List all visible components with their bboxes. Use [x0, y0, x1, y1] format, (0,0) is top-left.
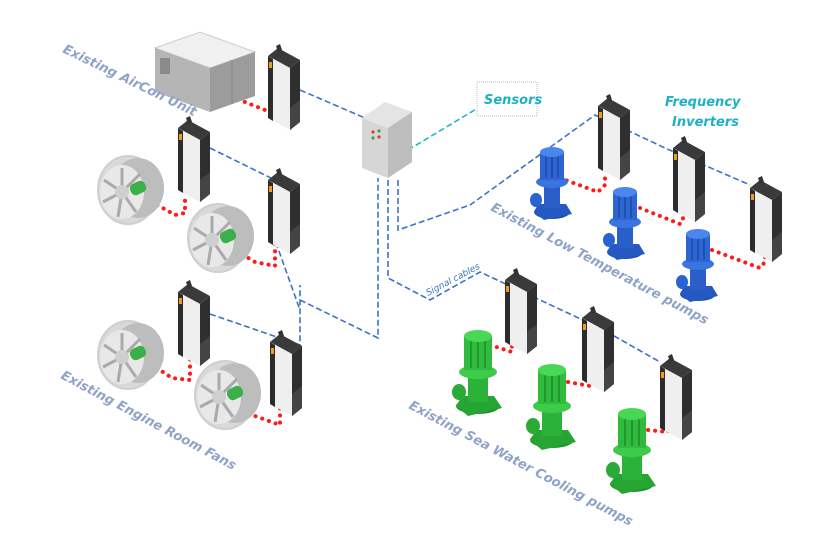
sea-water-pump-3: [605, 407, 657, 495]
sensor-cable: [407, 107, 479, 151]
frequency-inverter-fan-3: [178, 280, 210, 366]
engine-room-fan-2: [186, 202, 256, 274]
label-signal-cables: Signal cables: [425, 262, 482, 299]
frequency-inverter-lt-1: [598, 94, 630, 180]
frequency-inverter-fan-2: [268, 168, 300, 254]
sensors-box: Sensors: [476, 81, 543, 117]
signal-cable-fans-lower: [209, 285, 301, 347]
frequency-inverter-fan-4: [270, 330, 302, 416]
signal-cable-aircon: [299, 89, 366, 119]
engine-room-fan-4: [193, 359, 263, 431]
low-temperature-pump-3: [675, 228, 719, 303]
sea-water-pump-2: [525, 363, 577, 451]
sensors-label: Sensors: [484, 93, 543, 108]
engine-room-fan-1: [96, 154, 166, 226]
frequency-inverter-sw-1: [505, 268, 537, 354]
control-panel: [362, 102, 412, 178]
power-cable-lt-2: [638, 206, 685, 227]
power-cable-sw-1: [488, 338, 514, 355]
frequency-inverter-lt-2: [673, 136, 705, 222]
aircon-unit: [153, 31, 257, 112]
frequency-inverter-sw-3: [660, 354, 692, 440]
label-frequency-inverters-line2: Inverters: [672, 115, 739, 130]
power-cable-fan-4: [223, 396, 282, 428]
engine-room-fan-3: [96, 319, 166, 391]
sea-water-pump-1: [451, 329, 503, 417]
low-temperature-pump-2: [602, 186, 646, 261]
frequency-inverter-sw-2: [582, 306, 614, 392]
frequency-inverter-aircon: [268, 44, 300, 130]
power-cable-lt-1: [558, 174, 607, 195]
frequency-inverter-fan-1: [178, 116, 210, 202]
signal-cable-fans-main: [299, 178, 379, 340]
label-sea-water-pumps: Existing Sea Water Cooling pumps: [406, 398, 635, 529]
frequency-inverter-lt-3: [750, 176, 782, 262]
label-frequency-inverters-line1: Frequency: [665, 95, 741, 110]
